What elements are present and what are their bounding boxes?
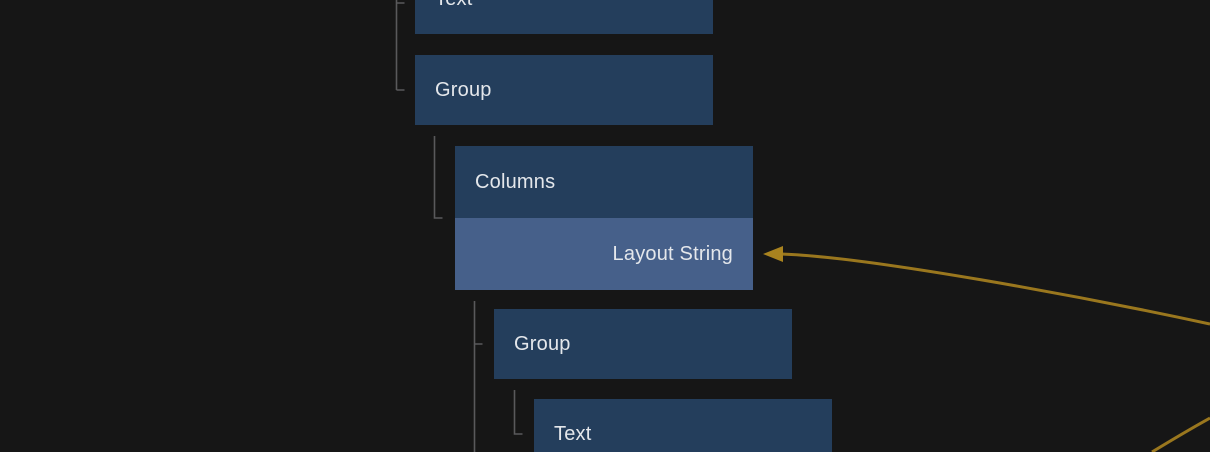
node-text-top-row: Text xyxy=(415,0,713,34)
node-group-lower[interactable]: Group xyxy=(494,309,792,379)
tree-connector-group-to-columns xyxy=(433,136,443,219)
node-group-upper-row: Group xyxy=(415,55,713,125)
node-text-top[interactable]: Text xyxy=(415,0,713,34)
node-columns-row: Columns xyxy=(455,146,753,218)
node-text-bottom[interactable]: Text xyxy=(534,399,832,452)
wire-bottom-right[interactable] xyxy=(1151,416,1210,452)
node-group-lower-row: Group xyxy=(494,309,792,379)
node-label: Group xyxy=(514,332,571,355)
node-label: Group xyxy=(435,78,492,101)
node-label: Columns xyxy=(475,170,556,193)
wire-arrowhead-icon xyxy=(763,246,783,262)
wire-layout-string[interactable] xyxy=(763,246,1210,326)
port-label: Layout String xyxy=(612,242,733,265)
tree-connector-parent xyxy=(395,0,405,91)
node-label: Text xyxy=(554,422,592,445)
node-group-upper[interactable]: Group xyxy=(415,55,713,125)
wire-layout-string-curve[interactable] xyxy=(780,252,1210,326)
node-text-bottom-row: Text xyxy=(534,399,832,452)
node-label: Text xyxy=(435,0,472,11)
port-layout-string[interactable]: Layout String xyxy=(455,218,753,290)
tree-connector-group-to-text xyxy=(513,390,523,435)
tree-connector-columns-children xyxy=(473,301,483,452)
node-columns[interactable]: Columns Layout String xyxy=(455,146,753,290)
